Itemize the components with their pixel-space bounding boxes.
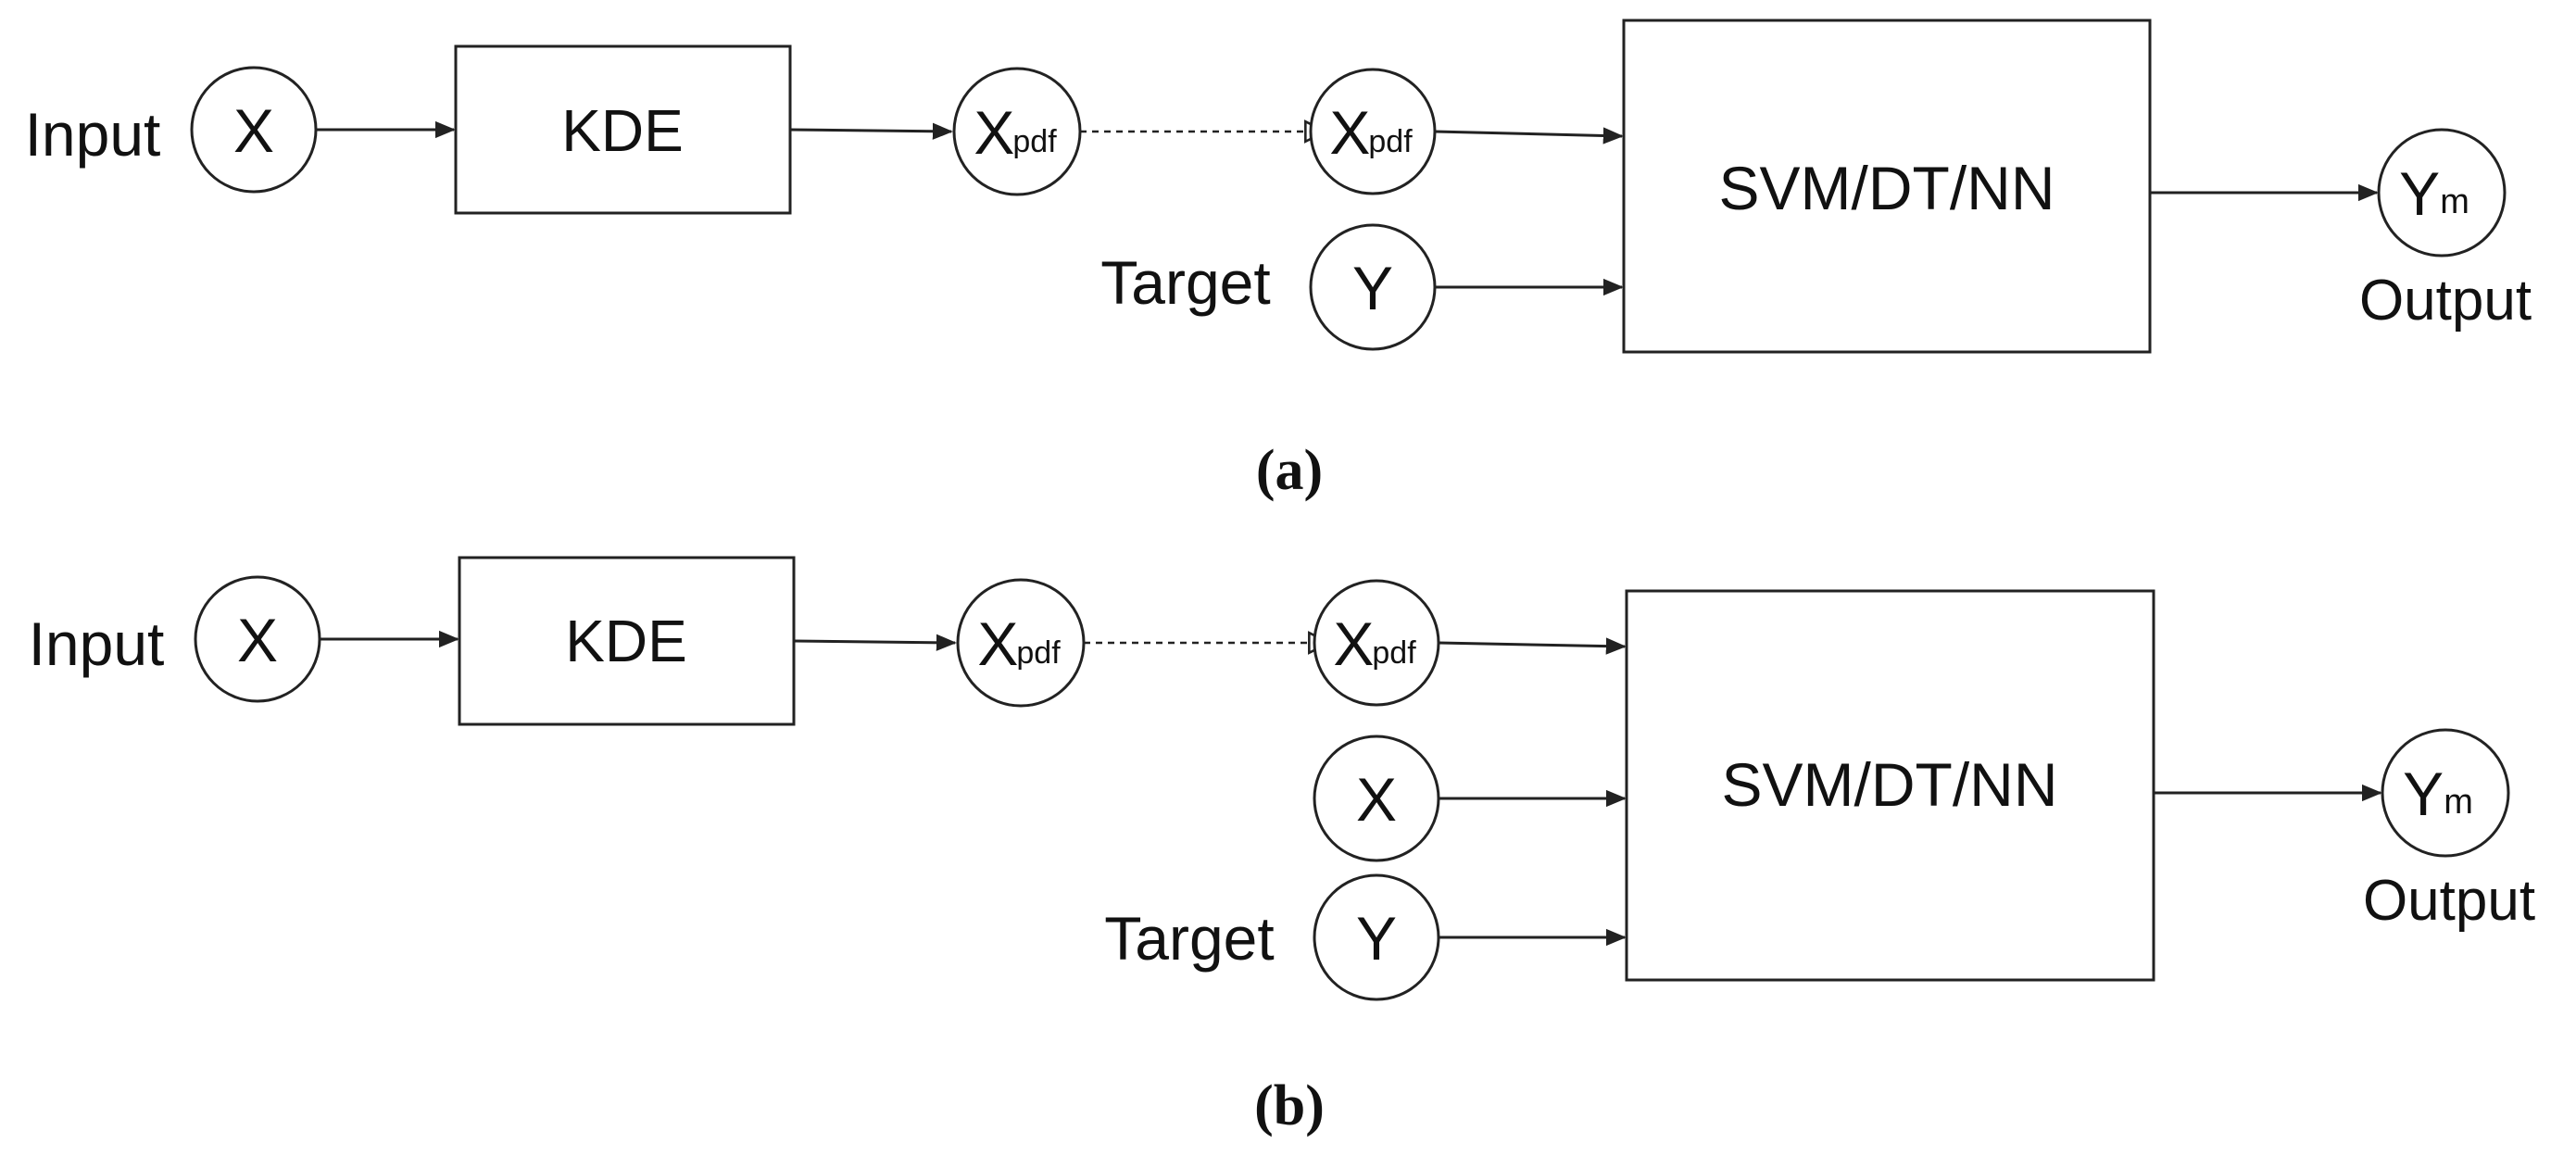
- node-ym-main: Y: [2403, 760, 2444, 828]
- node-xpdf-2-label: Xpdf: [1333, 609, 1416, 678]
- edge-xpdf-to-model: [1434, 127, 1624, 144]
- edge-kde-to-xpdf: [789, 122, 953, 140]
- node-xpdf-1-main: X: [977, 609, 1018, 678]
- input-label: Input: [25, 100, 161, 169]
- target-label: Target: [1104, 904, 1274, 973]
- kde-label: KDE: [561, 97, 684, 164]
- kde-label: KDE: [565, 608, 687, 674]
- node-xpdf-2-main: X: [1333, 609, 1374, 678]
- node-xpdf-2-main: X: [1329, 98, 1370, 167]
- edge-xpdf-to-model: [1438, 637, 1627, 655]
- model-box: [1622, 19, 2152, 354]
- caption-b: (b): [1254, 1074, 1325, 1137]
- kde-box: [458, 556, 796, 726]
- node-ym: [2381, 728, 2510, 858]
- output-label: Output: [2359, 269, 2532, 333]
- node-x-extra-label: X: [1356, 765, 1397, 834]
- caption-a: (a): [1256, 439, 1323, 502]
- model-label: SVM/DT/NN: [1722, 750, 2058, 819]
- node-ym-label: Ym: [2403, 760, 2473, 828]
- node-ym-sub: m: [2444, 783, 2473, 822]
- model-label: SVM/DT/NN: [1719, 154, 2055, 222]
- node-ym-label: Ym: [2399, 159, 2469, 228]
- node-xpdf-1-main: X: [974, 98, 1014, 167]
- node-ym: [2377, 128, 2507, 257]
- node-xpdf-2-label: Xpdf: [1329, 98, 1413, 167]
- node-xpdf-1-sub: pdf: [1012, 124, 1057, 159]
- node-xpdf-1-sub: pdf: [1016, 635, 1061, 671]
- panel-a: Input X KDE Xpdf Xpdf Target Y SVM/DT/NN…: [25, 19, 2532, 502]
- node-y-label: Y: [1352, 254, 1393, 322]
- node-ym-main: Y: [2399, 159, 2440, 228]
- node-xpdf-1-label: Xpdf: [974, 98, 1057, 167]
- node-x-label: X: [237, 606, 278, 674]
- node-ym-sub: m: [2440, 182, 2469, 221]
- target-label: Target: [1100, 248, 1270, 317]
- panel-b: Input X KDE Xpdf Xpdf X Target Y SVM/DT/…: [29, 556, 2535, 1137]
- node-y-label: Y: [1356, 904, 1397, 973]
- node-xpdf-2-sub: pdf: [1372, 635, 1416, 671]
- model-box: [1625, 589, 2155, 982]
- node-xpdf-2-sub: pdf: [1368, 124, 1413, 159]
- node-xpdf-1-label: Xpdf: [977, 609, 1061, 678]
- input-label: Input: [29, 609, 165, 678]
- node-x-label: X: [233, 96, 274, 165]
- output-label: Output: [2363, 869, 2535, 933]
- edge-kde-to-xpdf: [793, 634, 957, 651]
- kde-box: [454, 44, 792, 215]
